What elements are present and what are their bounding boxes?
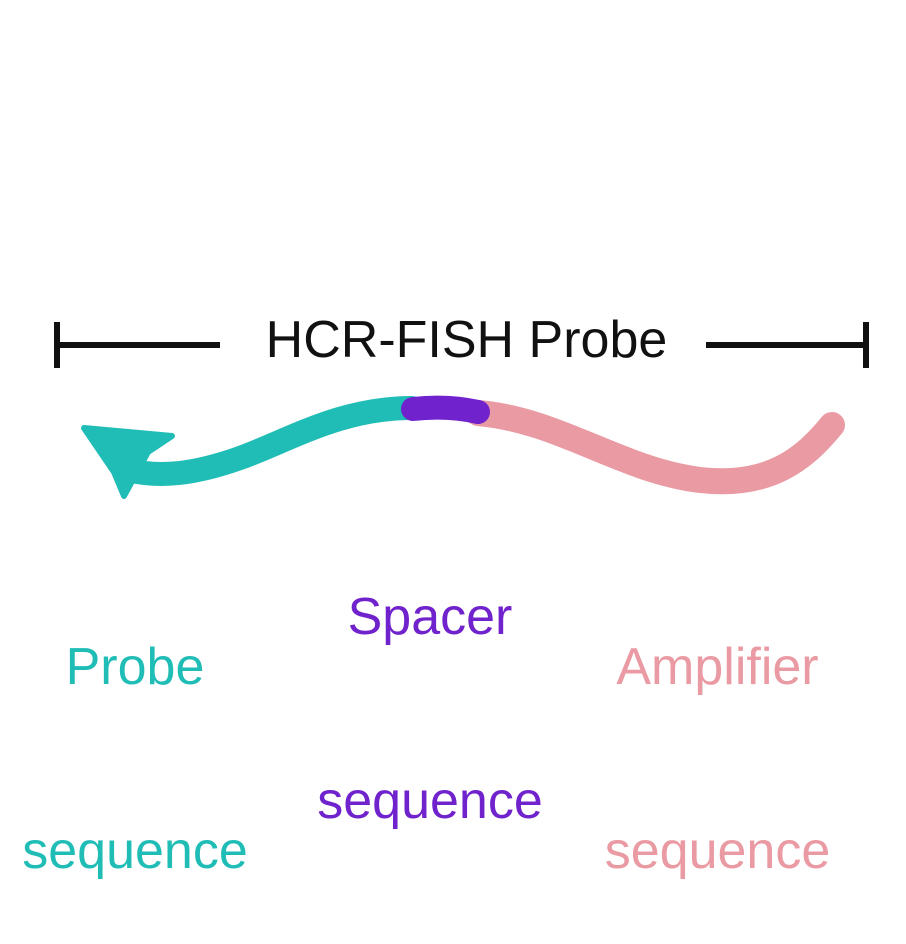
- probe-sequence-strand: [116, 396, 424, 486]
- spacer-label-line1: Spacer: [347, 587, 513, 646]
- spacer-sequence-label: Spacer sequence: [290, 464, 570, 894]
- amplifier-sequence-label: Amplifier sequence: [585, 514, 850, 944]
- probe-length-bracket: [54, 322, 869, 368]
- probe-label-line1: Probe: [65, 637, 205, 696]
- amplifier-label-line2: sequence: [604, 821, 831, 880]
- probe-sequence-label: Probe sequence: [0, 514, 270, 944]
- probe-arrowhead: [81, 425, 175, 499]
- diagram-title: HCR-FISH Probe: [265, 311, 668, 369]
- probe-label-line2: sequence: [22, 821, 248, 880]
- spacer-sequence-strand: [401, 395, 490, 424]
- spacer-label-line2: sequence: [317, 771, 543, 830]
- amplifier-label-line1: Amplifier: [616, 637, 819, 696]
- hcr-fish-diagram: [54, 322, 869, 499]
- amplifier-sequence-strand: [465, 400, 845, 495]
